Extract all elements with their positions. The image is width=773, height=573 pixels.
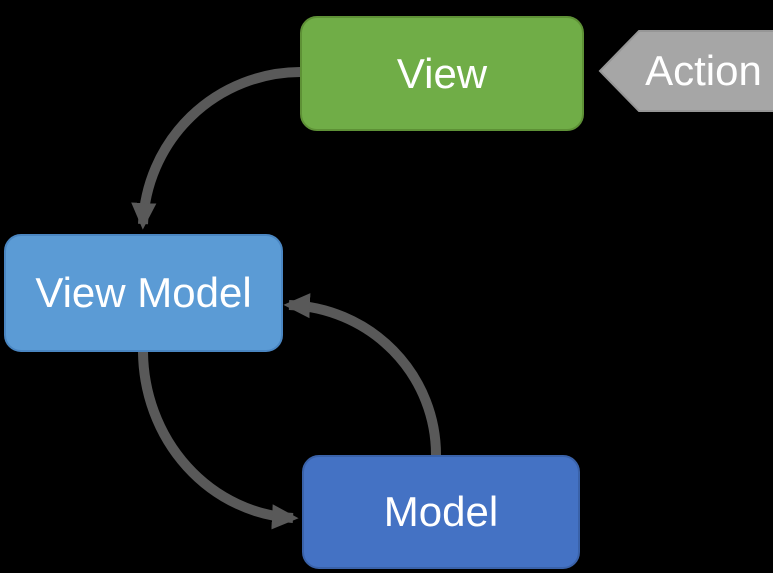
node-view-model-label: View Model xyxy=(35,269,252,316)
arrow-viewmodel-to-model xyxy=(138,351,299,530)
action-label-wrap: Action xyxy=(598,29,773,113)
node-model-label: Model xyxy=(383,488,499,535)
arrow-view-to-viewmodel xyxy=(131,67,301,230)
action-arrow-shape: Action xyxy=(598,29,773,113)
left-arrow-pentagon-icon xyxy=(598,30,773,112)
node-model: Model xyxy=(302,455,580,569)
node-view: View xyxy=(300,16,584,131)
left-arrow-pentagon xyxy=(598,30,773,112)
node-view-model: View Model xyxy=(4,234,283,352)
arrow-model-to-viewmodel xyxy=(283,293,441,456)
node-view-label: View xyxy=(396,49,488,97)
action-label: Action xyxy=(645,47,762,94)
